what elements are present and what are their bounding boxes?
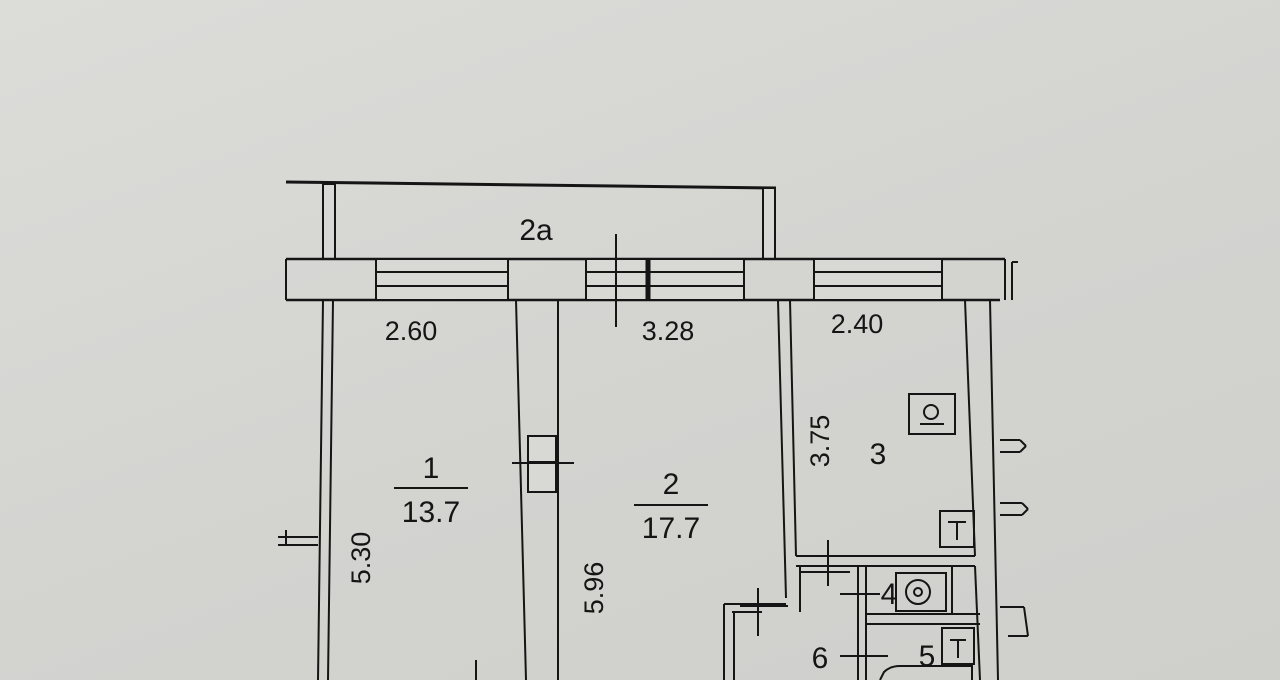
partition-1-2 [475,299,574,680]
room-6-number: 6 [812,642,829,675]
room-4-number: 4 [881,578,898,611]
sink-icon [939,510,975,548]
room-3-number: 3 [870,438,887,471]
room-2-width: 3.28 [642,316,695,346]
room-2-area: 17.7 [642,512,700,545]
hallway-walls [723,540,981,680]
partition-2-3 [777,299,975,599]
room-1-area: 13.7 [402,496,460,529]
room-3-length: 3.75 [805,415,835,468]
toilet-icon [941,627,975,665]
bathtub-icon [879,665,973,680]
room-1-length: 5.30 [346,532,376,585]
stove-icon [908,393,956,435]
exterior-wall-left [278,299,334,680]
room-2-number: 2 [663,468,680,501]
balcony-door [585,234,745,327]
room-1-width: 2.60 [385,316,438,346]
washbasin-icon [895,572,947,612]
room-5-number: 5 [919,640,936,673]
window-room-3 [813,258,943,301]
room-1-number: 1 [423,452,440,485]
room-3-width: 2.40 [831,309,884,339]
window-room-1 [375,258,509,301]
room-2-length: 5.96 [579,562,609,615]
balcony-label: 2a [519,214,553,247]
